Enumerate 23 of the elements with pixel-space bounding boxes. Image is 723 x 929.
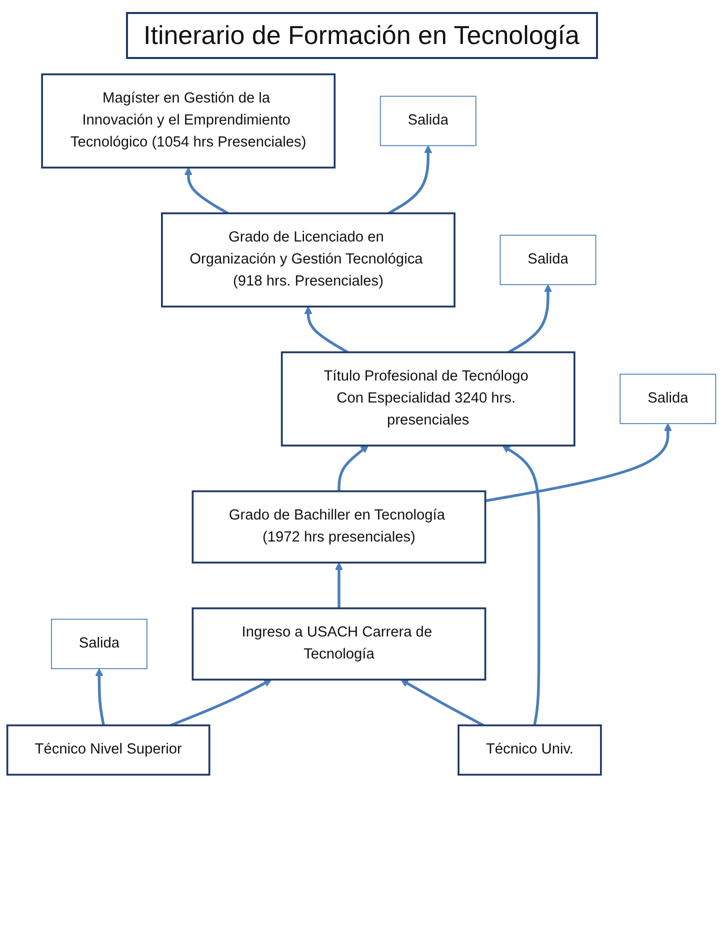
diagram-title: Itinerario de Formación en Tecnología <box>126 12 598 59</box>
node-box: Salida <box>50 618 148 670</box>
arrow <box>388 145 432 214</box>
node-box: Grado de Licenciado en Organización y Gestión Tecnológica (918 hrs. Presenciales) <box>161 212 456 308</box>
arrow <box>334 562 343 608</box>
arrow <box>485 423 672 502</box>
node-box: Técnico Nivel Superior <box>6 724 210 776</box>
arrow <box>400 679 484 727</box>
arrow <box>338 445 369 492</box>
arrow <box>304 306 348 354</box>
node-box: Salida <box>380 96 476 146</box>
node-box: Salida <box>500 234 596 286</box>
arrow <box>95 668 105 726</box>
arrow <box>502 445 540 726</box>
arrow <box>184 167 228 214</box>
node-box: Magíster en Gestión de la Innovación y el Emprendimiento Tecnológico (1054 hrs Presenciales) <box>41 73 336 168</box>
node-box: Título Profesional de Tecnólogo Con Especialidad 3240 hrs. presenciales <box>280 351 576 446</box>
node-box: Ingreso a USACH Carrera de Tecnología <box>192 607 486 681</box>
node-box: Grado de Bachiller en Tecnología (1972 hrs presenciales) <box>192 490 486 564</box>
arrow <box>508 284 552 354</box>
node-box: Salida <box>620 374 716 424</box>
node-box: Técnico Univ. <box>458 724 602 776</box>
arrow <box>170 679 272 727</box>
